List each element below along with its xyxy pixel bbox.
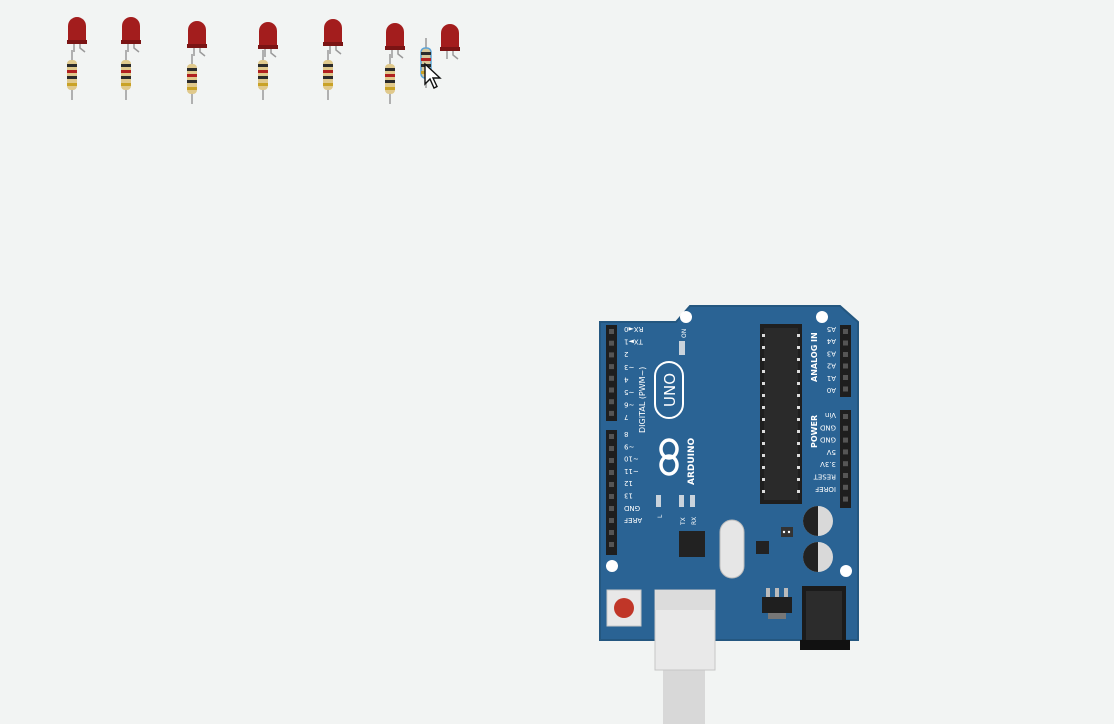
rx-led-label: RX	[691, 517, 698, 525]
component-dot	[787, 530, 791, 534]
pin-label: 2	[624, 350, 628, 358]
pin-label: ~11	[624, 467, 639, 475]
pin-label: A2	[827, 362, 836, 370]
pin-label: A5	[827, 325, 836, 333]
led-component[interactable]	[187, 21, 207, 57]
digital-header-bottom[interactable]	[606, 430, 617, 555]
mouse-cursor-icon	[424, 62, 442, 89]
power-on-led	[679, 341, 685, 355]
resistor-component[interactable]	[258, 50, 268, 100]
pin-label: A0	[827, 386, 836, 394]
usb-cable[interactable]	[663, 668, 705, 724]
reset-button[interactable]	[606, 589, 642, 627]
led-component[interactable]	[440, 24, 460, 60]
power-label: POWER	[810, 415, 819, 448]
capacitor	[803, 542, 833, 572]
usb-interface-chip	[679, 531, 705, 557]
pin-label: A4	[826, 337, 836, 345]
uno-logo: UNO	[654, 361, 684, 419]
l-led	[656, 495, 661, 507]
mounting-hole	[816, 311, 828, 323]
tx-led-label: TX	[680, 517, 687, 526]
pin-label: 3.3V	[820, 460, 836, 468]
mounting-hole	[606, 560, 618, 572]
pin-label: ~3	[624, 363, 634, 371]
led-component[interactable]	[323, 19, 343, 55]
pin-label: GND	[820, 436, 836, 444]
resistor-component[interactable]	[67, 50, 77, 100]
led-component[interactable]	[121, 17, 141, 53]
pin-label: RX◄0	[624, 325, 644, 333]
mounting-hole	[680, 311, 692, 323]
l-led-label: L	[657, 514, 664, 518]
pin-label: GND	[624, 504, 640, 512]
pin-label: 8	[624, 430, 628, 438]
digital-label: DIGITAL (PWM~)	[638, 367, 647, 433]
pin-label: IOREF	[815, 485, 836, 493]
brand-label: ARDUINO	[687, 437, 697, 485]
small-chip	[756, 541, 769, 554]
pin-label: RESET	[813, 473, 836, 481]
capacitor	[803, 506, 833, 536]
pin-label: A3	[827, 349, 836, 357]
pin-label: 12	[624, 479, 633, 487]
pin-label: A1	[827, 374, 836, 382]
led-component[interactable]	[258, 22, 278, 58]
dc-power-jack[interactable]	[800, 586, 850, 650]
pin-label: GND	[820, 423, 836, 431]
pin-label: ~5	[624, 388, 634, 396]
pin-label: 5V	[827, 448, 836, 456]
usb-port[interactable]	[654, 589, 716, 671]
atmega-microcontroller	[760, 324, 802, 504]
analog-label: ANALOG IN	[810, 332, 819, 382]
on-label: ON	[681, 329, 688, 338]
power-header[interactable]	[840, 410, 851, 508]
small-component	[781, 527, 793, 537]
mounting-hole	[840, 565, 852, 577]
pin-label: 4	[623, 375, 628, 383]
tx-led	[679, 495, 684, 507]
resistor-component[interactable]	[187, 54, 197, 104]
model-label: UNO	[661, 373, 679, 407]
pin-label: 7	[624, 413, 628, 421]
components-tray	[67, 17, 460, 104]
resistor-component[interactable]	[385, 54, 395, 104]
voltage-regulator	[762, 588, 792, 619]
pin-label: ~9	[624, 442, 634, 450]
arduino-infinity-logo	[659, 438, 679, 476]
resistor-component[interactable]	[323, 50, 333, 100]
led-component[interactable]	[67, 17, 87, 53]
pin-label: 13	[624, 492, 633, 500]
component-dot	[782, 530, 786, 534]
crystal-oscillator	[719, 519, 745, 579]
pin-label: ~6	[623, 401, 634, 409]
pin-label: Vin	[825, 411, 836, 419]
pin-label: TX►1	[624, 338, 644, 346]
pin-label: ~10	[624, 455, 639, 463]
digital-header-top[interactable]	[606, 325, 617, 421]
rx-led	[690, 495, 695, 507]
digital-pin-labels: RX◄0TX►1 2 ~3 4 ~5 ~6 7	[623, 325, 643, 421]
analog-power-pin-holes[interactable]	[843, 329, 848, 502]
pin-label: AREF	[624, 516, 642, 524]
analog-header[interactable]	[840, 325, 851, 397]
digital-pin-holes[interactable]	[609, 329, 614, 547]
resistor-component[interactable]	[121, 50, 131, 100]
led-component[interactable]	[385, 23, 405, 59]
